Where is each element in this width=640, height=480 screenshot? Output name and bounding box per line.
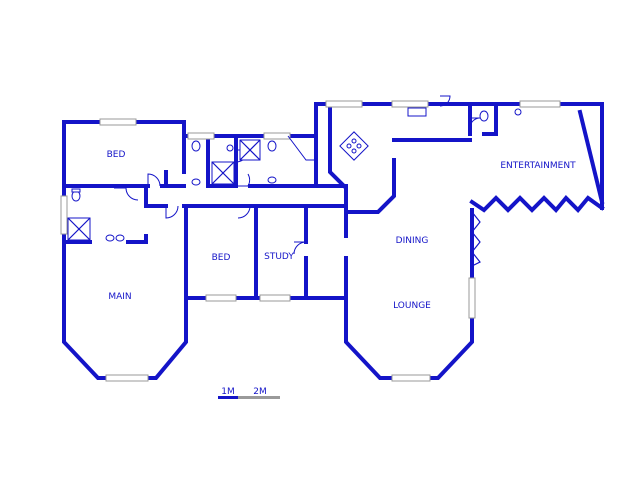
- room-label-dining: DINING: [396, 236, 429, 246]
- doors: [114, 95, 481, 255]
- room-label-bed-2: BED: [212, 253, 231, 263]
- room-label-bed-1: BED: [107, 150, 126, 160]
- room-label-main: MAIN: [108, 292, 131, 302]
- interior-walls: [62, 102, 498, 300]
- windows: [60, 100, 561, 382]
- scale-label-2m: 2M: [253, 387, 267, 397]
- scale-segment-dark: [218, 396, 238, 399]
- room-label-study: STUDY: [264, 252, 294, 262]
- bathroom-fixtures: [67, 107, 522, 242]
- scale-bar: 1M 2M: [218, 387, 280, 399]
- scale-segment-light: [238, 396, 280, 399]
- room-label-lounge: LOUNGE: [393, 301, 431, 311]
- room-labels: BED MAIN BED STUDY DINING LOUNGE ENTERTA…: [107, 150, 577, 311]
- scale-label-1m: 1M: [221, 387, 235, 397]
- room-label-entertainment: ENTERTAINMENT: [500, 161, 576, 171]
